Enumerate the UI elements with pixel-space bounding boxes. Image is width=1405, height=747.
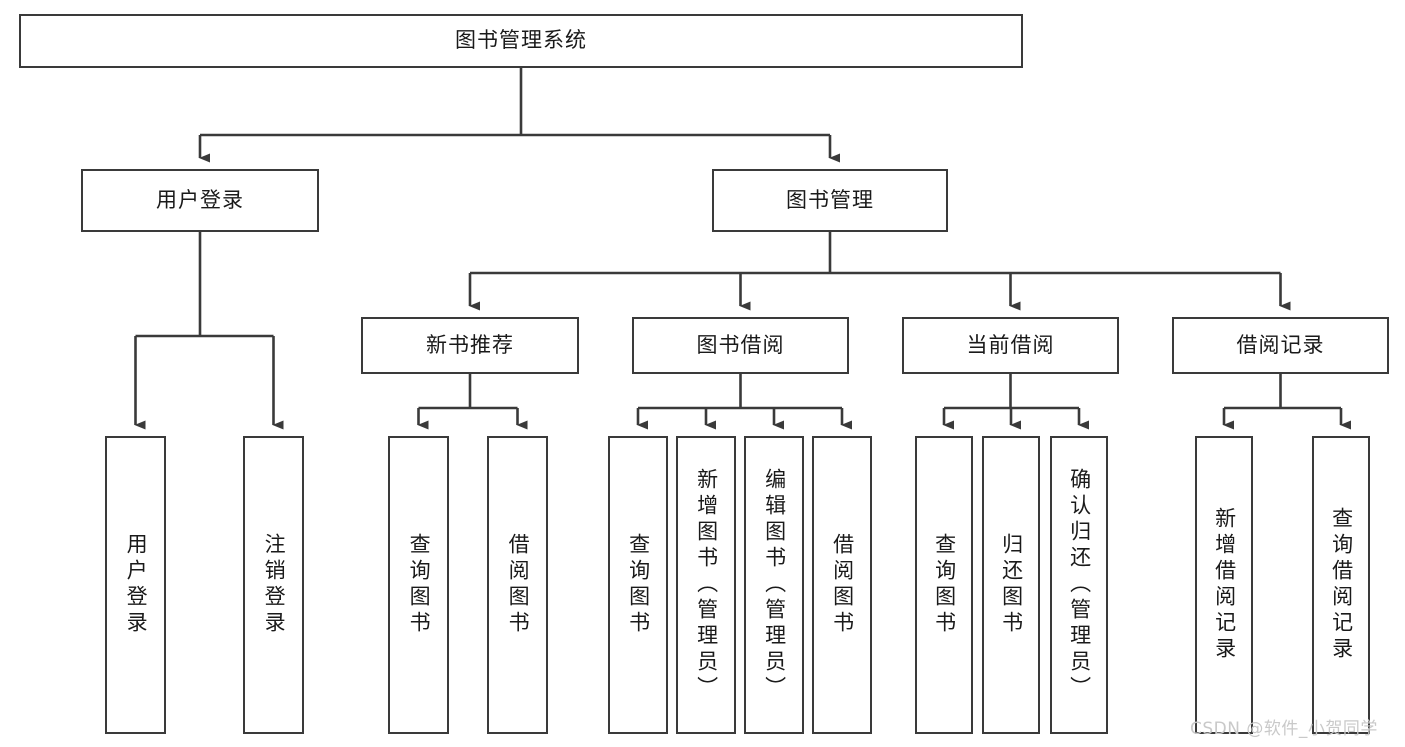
node-leaf-borrow-book[interactable]: 借阅图书 <box>812 436 872 734</box>
node-new-book-recommend[interactable]: 新书推荐 <box>361 317 579 374</box>
node-leaf-query-book-borrow[interactable]: 查询图书 <box>608 436 668 734</box>
node-label: 当前借阅 <box>966 332 1055 357</box>
node-label: 图书管理系统 <box>455 28 587 53</box>
node-label: 注销登录 <box>262 533 287 637</box>
node-label: 新增借阅记录 <box>1212 507 1237 663</box>
node-leaf-return-book[interactable]: 归还图书 <box>982 436 1040 734</box>
node-label: 图书管理 <box>786 187 874 212</box>
node-leaf-logout[interactable]: 注销登录 <box>243 436 304 734</box>
node-leaf-user-login[interactable]: 用户登录 <box>105 436 166 734</box>
node-book-borrow[interactable]: 图书借阅 <box>632 317 849 374</box>
node-label: 借阅图书 <box>506 533 531 637</box>
node-label: 查询借阅记录 <box>1329 507 1354 663</box>
node-label: 借阅图书 <box>830 533 855 637</box>
node-root[interactable]: 图书管理系统 <box>19 14 1023 68</box>
node-leaf-confirm-return[interactable]: 确认归还（管理员） <box>1050 436 1108 734</box>
node-label: 用户登录 <box>124 533 149 637</box>
node-label: 确认归还（管理员） <box>1067 468 1092 702</box>
node-label: 新增图书（管理员） <box>694 468 719 702</box>
node-user-login[interactable]: 用户登录 <box>81 169 319 232</box>
node-leaf-add-record[interactable]: 新增借阅记录 <box>1195 436 1253 734</box>
node-label: 查询图书 <box>626 533 651 637</box>
node-borrow-record[interactable]: 借阅记录 <box>1172 317 1389 374</box>
node-label: 查询图书 <box>407 533 432 637</box>
node-leaf-query-book-cur[interactable]: 查询图书 <box>915 436 973 734</box>
node-label: 查询图书 <box>932 533 957 637</box>
node-label: 图书借阅 <box>696 332 785 357</box>
csdn-watermark: CSDN @软件_小贺同学 <box>1190 719 1378 739</box>
node-label: 新书推荐 <box>426 332 514 357</box>
node-leaf-query-book-rec[interactable]: 查询图书 <box>388 436 449 734</box>
node-leaf-borrow-book-rec[interactable]: 借阅图书 <box>487 436 548 734</box>
node-leaf-add-book[interactable]: 新增图书（管理员） <box>676 436 736 734</box>
node-label: 借阅记录 <box>1236 332 1325 357</box>
node-book-manage[interactable]: 图书管理 <box>712 169 948 232</box>
node-leaf-edit-book[interactable]: 编辑图书（管理员） <box>744 436 804 734</box>
node-leaf-query-record[interactable]: 查询借阅记录 <box>1312 436 1370 734</box>
node-label: 用户登录 <box>156 187 244 212</box>
node-label: 编辑图书（管理员） <box>762 468 787 702</box>
node-current-borrow[interactable]: 当前借阅 <box>902 317 1119 374</box>
node-label: 归还图书 <box>999 533 1024 637</box>
